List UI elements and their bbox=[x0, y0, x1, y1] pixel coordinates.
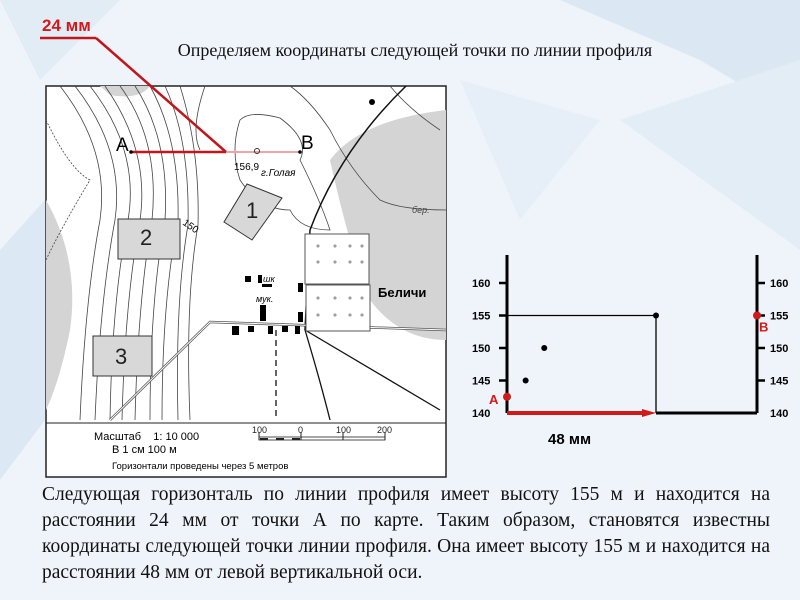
village-name: Беличи bbox=[378, 285, 426, 300]
right-tick-label: 150 bbox=[770, 343, 788, 355]
scale-bar: 100 0 100 200 bbox=[252, 425, 392, 441]
profile-point-b-label: B bbox=[759, 320, 768, 335]
right-tick-label: 140 bbox=[770, 408, 788, 420]
slide-title: Определяем координаты следующей точки по… bbox=[177, 40, 653, 60]
profile-point-a bbox=[503, 392, 511, 401]
right-tick-label: 145 bbox=[770, 376, 788, 388]
legend-scale: Масштаб 1: 10 000 bbox=[94, 431, 199, 443]
left-tick-label: 155 bbox=[472, 311, 490, 323]
scale-tick: 100 bbox=[252, 425, 267, 435]
legend-contours: Горизонтали проведены через 5 метров bbox=[112, 461, 288, 472]
left-tick-label: 160 bbox=[472, 278, 490, 290]
profile-point bbox=[541, 345, 548, 351]
scale-tick: 0 bbox=[298, 425, 303, 435]
distance-pointer-line bbox=[95, 37, 227, 153]
point-b-marker bbox=[298, 150, 302, 154]
right-tick-label: 160 bbox=[770, 278, 788, 290]
numbered-areas bbox=[92, 183, 283, 377]
slide-caption: Следующая горизонталь по линии профиля и… bbox=[42, 484, 770, 583]
profile-point bbox=[653, 312, 659, 319]
profile-point-b bbox=[753, 311, 761, 320]
scale-tick: 100 bbox=[336, 425, 351, 435]
building-label-school: шк bbox=[263, 274, 275, 284]
area-2-label: 2 bbox=[140, 225, 152, 250]
profile-distance-label: 48 мм bbox=[548, 431, 591, 448]
profile-point-a-label: A bbox=[489, 392, 499, 407]
distance-arrow-head bbox=[642, 409, 656, 417]
left-tick-label: 145 bbox=[472, 376, 490, 388]
shaded-areas bbox=[46, 86, 446, 410]
area-3-label: 3 bbox=[115, 344, 127, 369]
map-distance-label: 24 мм bbox=[42, 16, 91, 35]
point-a-marker bbox=[129, 150, 133, 154]
profile-point bbox=[522, 377, 529, 384]
settlement bbox=[232, 99, 375, 335]
triangulation-point-icon bbox=[254, 148, 260, 154]
area-1-label: 1 bbox=[246, 198, 258, 223]
hill-name: г.Голая bbox=[261, 168, 296, 179]
scale-tick: 200 bbox=[377, 425, 392, 435]
building-label-mill: мук. bbox=[256, 294, 273, 304]
legend-scale-cm: В 1 см 100 м bbox=[112, 444, 177, 456]
river-label: бер. bbox=[412, 205, 430, 215]
elevation-mark: 156,9 bbox=[234, 162, 259, 173]
point-a-label: A bbox=[116, 135, 129, 156]
point-b-label: B bbox=[301, 133, 314, 154]
right-tick-label: 155 bbox=[770, 311, 788, 323]
left-tick-label: 150 bbox=[472, 343, 490, 355]
left-tick-label: 140 bbox=[472, 408, 490, 420]
